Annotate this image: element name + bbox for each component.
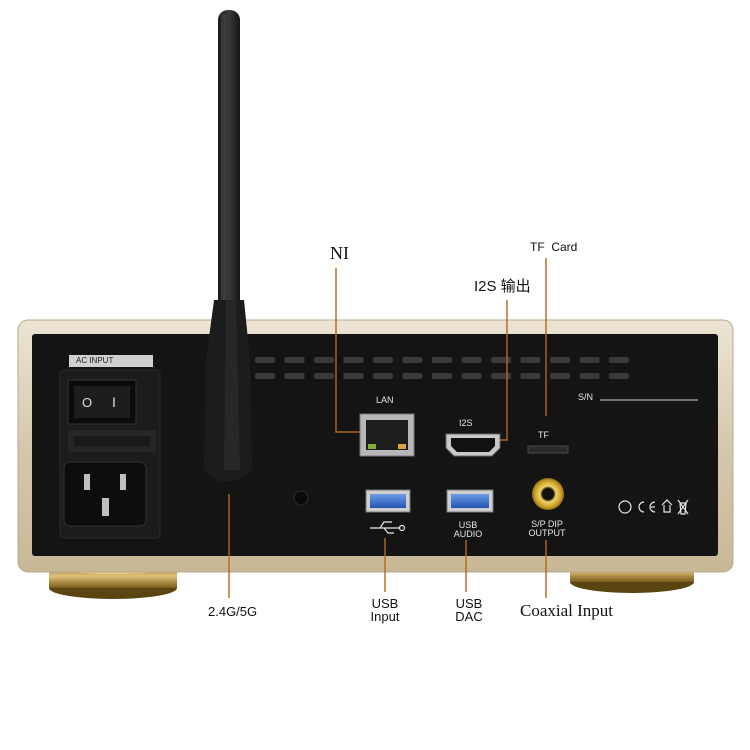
wifi-antenna [204,10,252,482]
vent-slot [579,357,600,363]
vent-slot [432,373,452,379]
vent-slot [343,373,364,379]
vent-slot [491,373,511,379]
lan-label: LAN [376,395,394,405]
coaxial-rca-jack [532,478,564,510]
usb-input-port [365,489,411,513]
lan-port [359,413,415,457]
usb-audio-port [446,489,494,513]
usb-audio-label: USB AUDIO [453,520,483,539]
spdif-output-label: S/P DIP OUTPUT [528,519,566,538]
vent-slot [609,373,629,379]
tf-card-slot [527,445,569,454]
usb-dac-callout: USB DAC [455,596,483,624]
vent-slot [432,357,452,363]
vent-slot [373,373,393,379]
tf-label: TF [538,430,549,440]
vent-slot [579,373,600,379]
vent-slot [550,373,570,379]
usb-input-callout: USB Input [370,596,400,624]
ni-leader [335,268,360,433]
ni-callout: NI [330,243,349,263]
vent-slot [284,357,305,363]
vent-slot [255,357,275,363]
vent-slot [402,357,423,363]
vent-slot [314,357,334,363]
vent-slot [284,373,305,379]
vent-slot [520,357,541,363]
antenna-callout: 2.4G/5G [208,604,258,619]
switch-off-label: O [82,395,93,410]
usb-symbol-icon [370,521,406,534]
i2s-label: I2S [459,418,473,428]
switch-on-label: I [112,394,116,410]
vent-slot [520,373,541,379]
screw [293,490,309,506]
i2s-output-callout: I2S 输出 [474,278,531,295]
ac-input-label: AC INPUT [76,356,114,365]
vent-slot [491,357,511,363]
i2s-leader [500,300,508,441]
vent-slot [461,357,482,363]
vent-slot [609,357,629,363]
ac-input-module [59,355,161,539]
leader-lines [228,258,547,598]
vent-slot [550,357,570,363]
vent-slot [255,373,275,379]
vent-slot [402,373,423,379]
tf-card-callout: TF Card [530,240,578,254]
vent-slot [314,373,334,379]
vent-slot [461,373,482,379]
certification-marks-icon [618,499,689,515]
i2s-port [445,433,501,457]
sn-label: S/N [578,392,594,402]
vent-slot [373,357,393,363]
coaxial-input-callout: Coaxial Input [520,601,614,620]
vent-slots [255,357,629,379]
vent-slot [343,357,364,363]
